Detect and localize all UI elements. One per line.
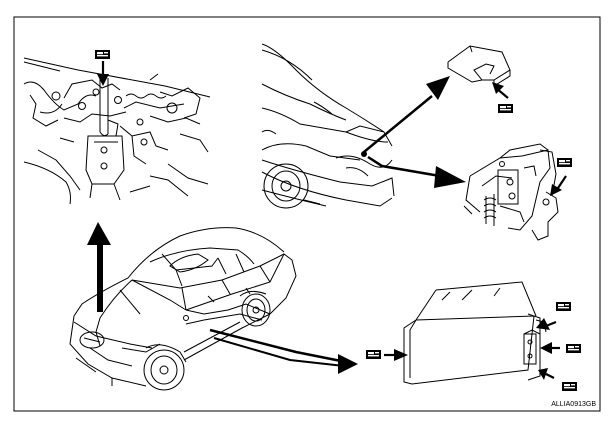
grease-gun-icon	[95, 50, 110, 59]
grease-gun-icon	[557, 158, 572, 167]
trunk-lid-lock-callout	[550, 158, 572, 196]
door-hinge-illustration	[403, 281, 547, 385]
trunk-lock-point	[361, 151, 367, 157]
car-illustration	[69, 227, 297, 391]
grease-gun-icon	[562, 382, 577, 391]
arrow-to-trunk-lid-bumper	[363, 76, 450, 153]
hood-lock-illustration	[23, 57, 211, 205]
arrows-to-door-hinge	[209, 328, 358, 374]
figure-frame	[13, 16, 601, 412]
trunk-lid-bumper-callout	[492, 82, 513, 113]
car-rear-illustration	[261, 43, 395, 209]
arrow-to-trunk-lid-lock	[367, 155, 466, 188]
arrow-to-hood-lock	[87, 222, 111, 312]
grease-gun-icon	[366, 350, 381, 359]
grease-gun-icon	[498, 104, 513, 113]
hood-lock-callout	[95, 50, 110, 86]
grease-gun-icon	[566, 344, 581, 353]
trunk-lid-lock-illustration	[463, 143, 559, 241]
door-hinge-callouts	[366, 302, 581, 391]
grease-gun-icon	[556, 302, 571, 311]
trunk-lid-bumper-illustration	[447, 45, 511, 87]
figure-reference-code: ALLIA0913GB	[551, 401, 596, 408]
